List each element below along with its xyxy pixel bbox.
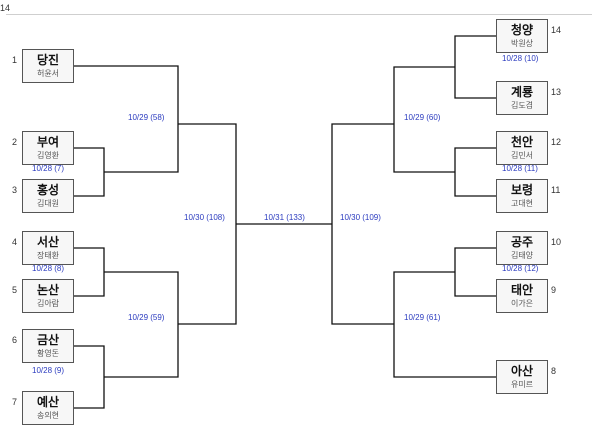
seed-label: 3 (12, 185, 18, 195)
player-name: 김아람 (36, 299, 60, 308)
player-name: 이가은 (510, 299, 534, 308)
match-label-m12[interactable]: 10/28 (12) (502, 264, 539, 273)
seed-label: 7 (12, 397, 18, 407)
player-name: 김민서 (510, 151, 534, 160)
line-m10 (454, 35, 496, 99)
seed-label: 1 (12, 55, 18, 65)
seed-label: 10 (551, 237, 562, 247)
seed-label: 4 (12, 237, 18, 247)
team-name: 서산 (36, 235, 60, 249)
seed-label: 12 (551, 137, 562, 147)
player-name: 허윤서 (36, 69, 60, 78)
player-name: 송의현 (36, 411, 60, 420)
line-m59 (118, 271, 179, 378)
team-box-yesan[interactable]: 예산 송의현 (22, 391, 74, 425)
line-m61 (393, 271, 496, 378)
team-name: 천안 (510, 135, 534, 149)
line-m9 (74, 345, 118, 409)
seed-label: 14 (551, 25, 562, 35)
team-box-asan[interactable]: 아산 유미르 (496, 360, 548, 394)
line-m8 (74, 247, 118, 297)
team-box-boryeong[interactable]: 보령 고대현 (496, 179, 548, 213)
line-m109 (331, 123, 394, 325)
player-name: 김대원 (36, 199, 60, 208)
team-name: 태안 (510, 283, 534, 297)
seed-label: 6 (12, 335, 18, 345)
match-label-m109[interactable]: 10/30 (109) (340, 213, 381, 222)
team-name: 청양 (510, 23, 534, 37)
player-name: 황영돈 (36, 349, 60, 358)
match-label-m9[interactable]: 10/28 (9) (32, 366, 65, 375)
player-name: 김도겸 (510, 101, 534, 110)
top-divider (6, 14, 592, 15)
player-name: 김영환 (36, 151, 60, 160)
line-m108 (178, 123, 237, 325)
seed-label: 13 (551, 87, 562, 97)
line-m60 (393, 66, 455, 173)
team-name: 금산 (36, 333, 60, 347)
team-name: 계룡 (510, 85, 534, 99)
team-box-geumsan[interactable]: 금산 황영돈 (22, 329, 74, 363)
corner-label: 14 (0, 3, 11, 13)
seed-label: 11 (551, 185, 561, 195)
player-name: 박원상 (510, 39, 534, 48)
team-name: 논산 (36, 283, 60, 297)
match-label-m7[interactable]: 10/28 (7) (32, 164, 65, 173)
team-name: 공주 (510, 235, 534, 249)
player-name: 유미르 (510, 380, 534, 389)
team-box-buyeo[interactable]: 부여 김영환 (22, 131, 74, 165)
team-name: 아산 (510, 364, 534, 378)
match-label-m108[interactable]: 10/30 (108) (184, 213, 225, 222)
team-box-cheonan[interactable]: 천안 김민서 (496, 131, 548, 165)
match-label-m10[interactable]: 10/28 (10) (502, 54, 539, 63)
match-label-m8[interactable]: 10/28 (8) (32, 264, 65, 273)
team-box-gyeryong[interactable]: 계룡 김도겸 (496, 81, 548, 115)
match-label-m60[interactable]: 10/29 (60) (404, 113, 441, 122)
line-m11 (454, 147, 496, 197)
team-name: 홍성 (36, 183, 60, 197)
player-name: 고대현 (510, 199, 534, 208)
seed-label: 8 (551, 366, 557, 376)
match-label-m11[interactable]: 10/28 (11) (502, 164, 538, 173)
seed-label: 9 (551, 285, 557, 295)
team-box-gongju[interactable]: 공주 김태양 (496, 231, 548, 265)
team-box-dangjin[interactable]: 당진 허윤서 (22, 49, 74, 83)
seed-label: 2 (12, 137, 18, 147)
player-name: 장태환 (36, 251, 60, 260)
team-name: 보령 (510, 183, 534, 197)
match-label-m133[interactable]: 10/31 (133) (264, 213, 305, 222)
match-label-m59[interactable]: 10/29 (59) (128, 313, 165, 322)
line-m12 (454, 247, 496, 297)
team-box-cheongyang[interactable]: 청양 박원상 (496, 19, 548, 53)
team-name: 부여 (36, 135, 60, 149)
team-box-hongseong[interactable]: 홍성 김대원 (22, 179, 74, 213)
line-m58 (74, 65, 179, 173)
team-box-seosan[interactable]: 서산 장태환 (22, 231, 74, 265)
line-m7 (74, 147, 118, 197)
player-name: 김태양 (510, 251, 534, 260)
team-box-taean[interactable]: 태안 이가은 (496, 279, 548, 313)
match-label-m58[interactable]: 10/29 (58) (128, 113, 165, 122)
team-name: 당진 (36, 53, 60, 67)
seed-label: 5 (12, 285, 18, 295)
team-box-nonsan[interactable]: 논산 김아람 (22, 279, 74, 313)
team-name: 예산 (36, 395, 60, 409)
match-label-m61[interactable]: 10/29 (61) (404, 313, 441, 322)
